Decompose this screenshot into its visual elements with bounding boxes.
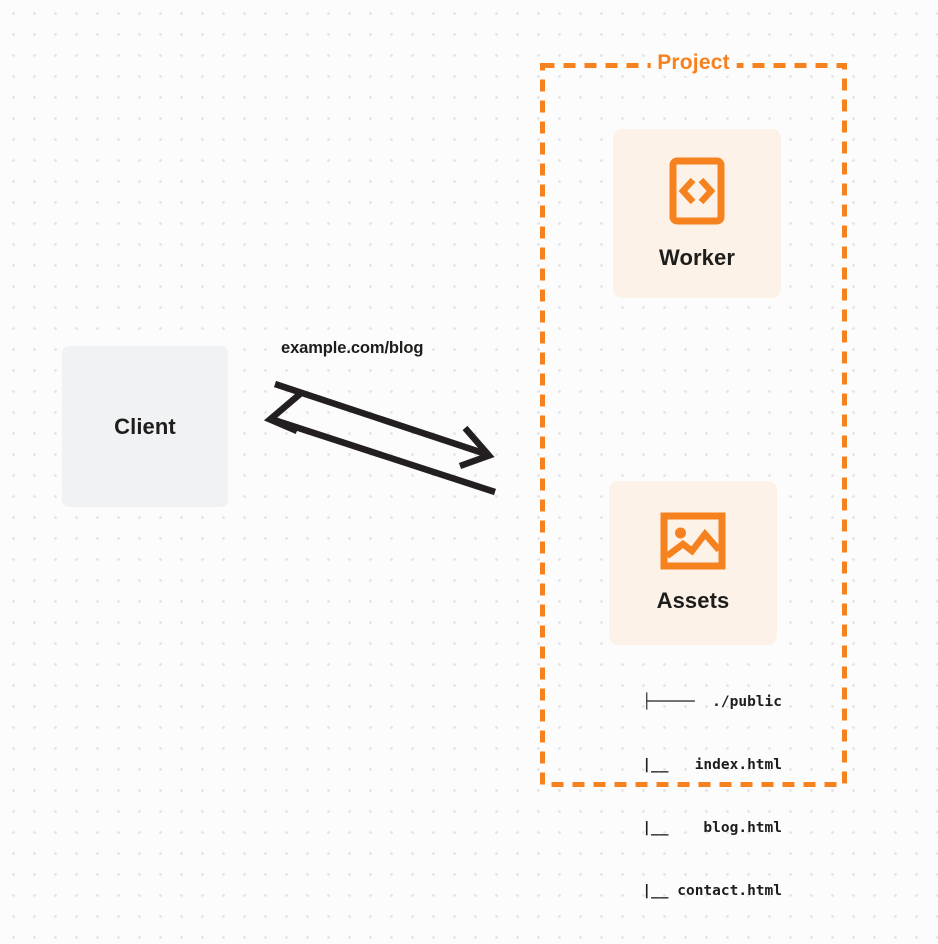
diagram-canvas: Client example.com/blog Project bbox=[62, 49, 847, 899]
tree-row: ├───── ./public bbox=[642, 694, 782, 710]
assets-label: Assets bbox=[656, 588, 730, 613]
code-brackets-icon bbox=[669, 157, 725, 225]
asset-file-tree: ├───── ./public |__ index.html |__ blog.… bbox=[586, 650, 782, 944]
request-arrow bbox=[273, 380, 495, 470]
client-node[interactable]: Client bbox=[62, 346, 228, 507]
project-container: Project bbox=[540, 49, 847, 787]
worker-label: Worker bbox=[659, 244, 735, 270]
worker-card[interactable]: Worker bbox=[613, 129, 781, 298]
image-icon bbox=[660, 512, 726, 570]
tree-row: |__ contact.html bbox=[598, 883, 782, 899]
client-label: Client bbox=[114, 413, 176, 439]
assets-card[interactable]: Assets bbox=[609, 481, 777, 645]
tree-row: |__ index.html bbox=[598, 757, 782, 773]
response-arrow bbox=[263, 391, 497, 496]
project-label: Project bbox=[650, 49, 737, 76]
request-url-label: example.com/blog bbox=[281, 339, 424, 357]
tree-row: |__ blog.html bbox=[598, 820, 782, 836]
flow-arrows bbox=[263, 380, 497, 496]
